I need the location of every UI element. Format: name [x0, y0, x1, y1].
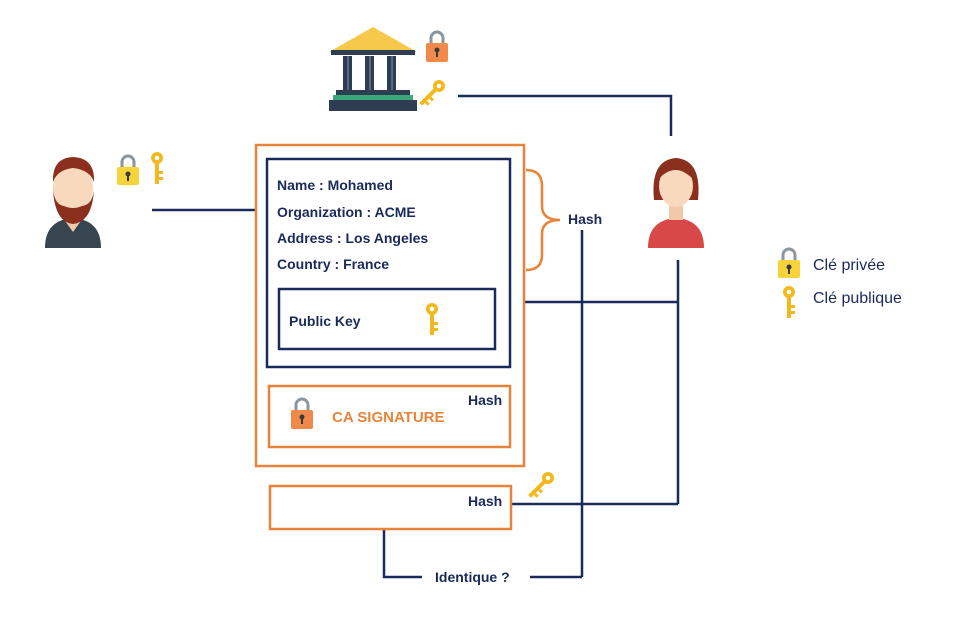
- legend-public-key-label: Clé publique: [813, 290, 902, 307]
- certificate-box: [254, 143, 526, 468]
- padlock-icon: [426, 30, 448, 62]
- line-hash-to-compare: [382, 530, 422, 579]
- connector-lines: [152, 94, 680, 579]
- public-key-box: [277, 287, 497, 351]
- certificate-info-box: [265, 157, 512, 369]
- ca-signature-label: CA SIGNATURE: [332, 409, 445, 426]
- man-avatar-icon: [45, 157, 101, 248]
- key-icon: [426, 303, 438, 335]
- public-key-label: Public Key: [289, 313, 361, 329]
- field-label: Organization :: [277, 204, 372, 220]
- certificate-field-organization: Organization : ACME: [277, 205, 416, 219]
- padlock-icon: [291, 397, 313, 429]
- compare-label: Identique ?: [435, 569, 510, 585]
- woman-avatar-icon: [648, 158, 704, 248]
- field-value: Mohamed: [327, 177, 393, 193]
- ca-signature-box: [267, 384, 512, 449]
- field-label: Country :: [277, 256, 340, 272]
- hash-brace: [525, 168, 561, 272]
- field-value: Los Angeles: [345, 230, 429, 246]
- key-icon: [416, 77, 448, 109]
- signature-hash-label: Hash: [468, 392, 503, 408]
- certificate-field-country: Country : France: [277, 257, 389, 271]
- field-label: Address :: [277, 230, 342, 246]
- field-value: ACME: [374, 204, 416, 220]
- legend-private-key-label: Clé privée: [813, 257, 886, 274]
- certificate-field-name: Name : Mohamed: [277, 178, 393, 192]
- key-icon: [525, 469, 557, 501]
- brace-hash-label: Hash: [568, 211, 603, 227]
- key-icon: [151, 152, 163, 184]
- certificate-field-address: Address : Los Angeles: [277, 231, 428, 245]
- legend-padlock-icon: [778, 247, 800, 278]
- field-label: Name :: [277, 177, 324, 193]
- legend-key-icon: [783, 286, 795, 318]
- line-bank-to-woman: [458, 94, 673, 136]
- computed-hash-label: Hash: [468, 493, 503, 509]
- bank-icon: [329, 27, 417, 111]
- computed-hash-box: [268, 484, 513, 531]
- field-value: France: [343, 256, 390, 272]
- padlock-icon: [117, 154, 139, 185]
